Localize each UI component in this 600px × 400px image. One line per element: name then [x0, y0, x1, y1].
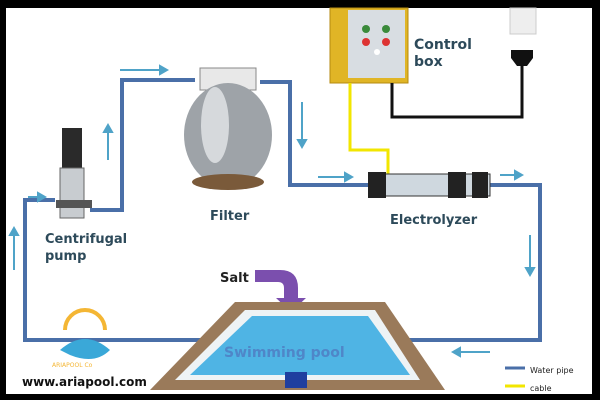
control-box-label: Control box	[414, 37, 472, 71]
water-pipe	[90, 78, 195, 212]
control-box-icon	[329, 7, 409, 84]
swimming-pool-icon	[150, 302, 445, 390]
legend-water-pipe: Water pipe	[530, 366, 574, 375]
logo-text: ARIAPOOL Co	[52, 362, 93, 369]
cable-line	[348, 83, 390, 175]
electrolyzer-label: Electrolyzer	[390, 213, 478, 228]
ariapool-logo	[60, 308, 110, 359]
legend-cable: cable	[530, 384, 552, 393]
centrifugal-pump-icon	[56, 128, 92, 219]
electrolyzer-icon	[368, 172, 491, 198]
pump-label-line1: Centrifugal	[45, 232, 128, 247]
water-pipe	[385, 183, 542, 342]
flow-arrows	[8, 64, 536, 358]
filter-tank-icon	[184, 67, 272, 190]
pool-label: Swimming pool	[224, 345, 345, 361]
salt-label: Salt	[220, 271, 249, 286]
pump-label: Centrifugal pump	[45, 231, 127, 265]
plug-icon	[511, 50, 533, 66]
control-box-label-line1: Control	[414, 37, 472, 53]
pump-label-line2: pump	[45, 249, 87, 264]
power-cable	[390, 65, 524, 119]
filter-label: Filter	[210, 209, 250, 224]
wall-socket-icon	[509, 7, 537, 35]
water-pipe	[260, 80, 372, 187]
salt-arrow-icon	[255, 270, 306, 312]
website-link[interactable]: www.ariapool.com	[22, 375, 147, 389]
control-box-label-line2: box	[414, 54, 443, 70]
